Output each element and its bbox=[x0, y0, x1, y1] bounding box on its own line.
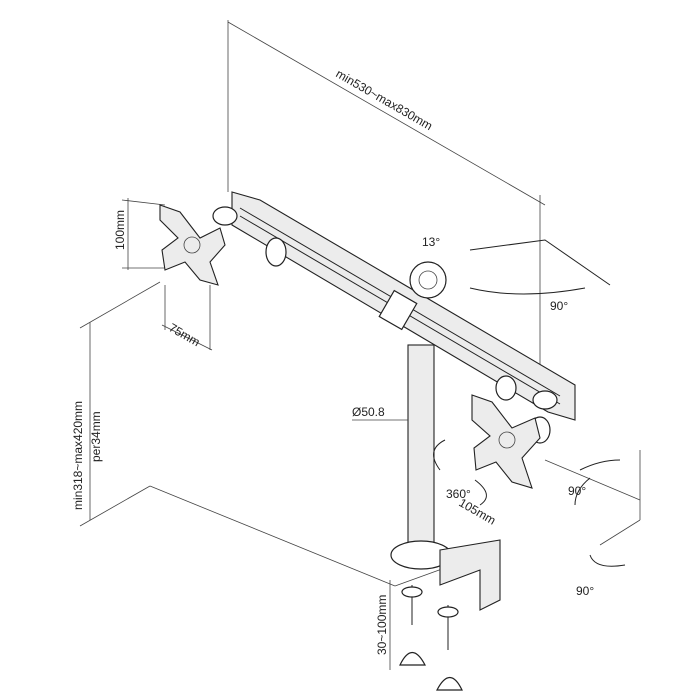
arm-beam bbox=[231, 191, 576, 421]
arm-length-dimension bbox=[227, 20, 546, 380]
vesa-width-label: 75mm bbox=[167, 320, 203, 349]
pole-diameter-label: Ø50.8 bbox=[352, 405, 385, 419]
clamp-range-label: 30~100mm bbox=[375, 595, 389, 655]
head-swivel-label: 90° bbox=[568, 484, 586, 498]
height-step-label: per34mm bbox=[89, 411, 103, 462]
height-range-label: min318~max420mm bbox=[71, 401, 85, 510]
offset-label: 105mm bbox=[457, 495, 499, 527]
vesa-height-label: 100mm bbox=[113, 210, 127, 250]
desk-clamp bbox=[389, 539, 501, 691]
pole-rotation-label: 360° bbox=[446, 487, 471, 501]
vesa-dimensions bbox=[121, 198, 213, 351]
vesa-plate-left bbox=[159, 204, 226, 286]
desk-planes bbox=[79, 281, 641, 587]
tilt-angle-label: 13° bbox=[422, 235, 440, 249]
rotation-arrows bbox=[433, 239, 626, 567]
swivel-angle-label: 90° bbox=[550, 299, 568, 313]
vesa-plate-right bbox=[471, 394, 541, 489]
rotate-angle-label: 90° bbox=[576, 584, 594, 598]
pole bbox=[352, 344, 435, 561]
arm-length-label: min530~max830mm bbox=[334, 66, 435, 133]
